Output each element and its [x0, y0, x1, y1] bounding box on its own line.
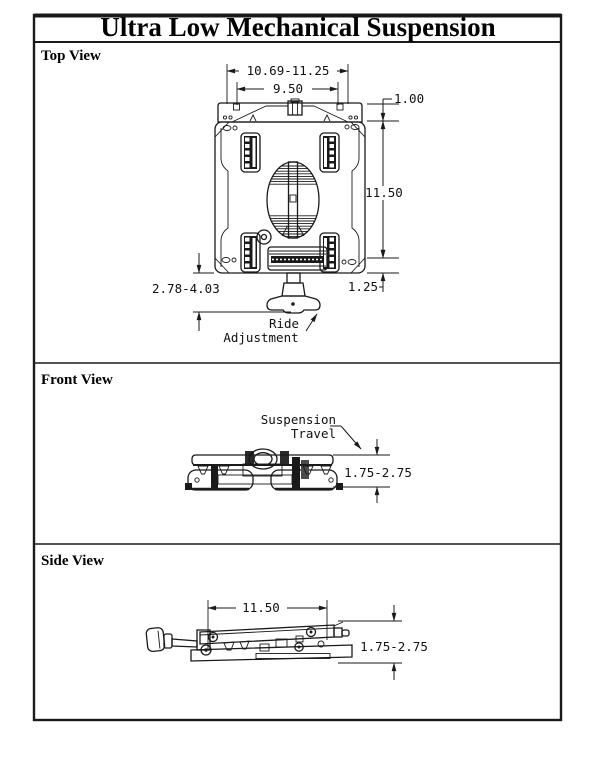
dim-overall-width: 10.69-11.25 [226, 63, 349, 104]
dim-mount-width: 9.50 [236, 81, 339, 105]
slide-rail-top-left [240, 132, 261, 173]
front-center-oval [242, 448, 283, 477]
svg-text:11.50: 11.50 [242, 600, 280, 615]
slide-rail-bottom-right [319, 232, 340, 273]
dim-side-height: 1.75-2.75 [333, 605, 428, 680]
svg-text:Suspension: Suspension [261, 412, 336, 427]
spring-oval [266, 161, 320, 239]
side-view-drawing [145, 624, 353, 662]
adjuster-bolt [256, 229, 272, 245]
svg-text:9.50: 9.50 [273, 81, 303, 96]
svg-text:1.00: 1.00 [394, 91, 424, 106]
top-view-dimensions: 10.69-11.25 9.50 1.00 11.50 [152, 63, 424, 345]
dim-mount-height: 11.50 [365, 120, 403, 259]
dim-top-offset: 1.00 [367, 91, 424, 122]
svg-text:11.50: 11.50 [365, 185, 403, 200]
side-view-section: Side View [41, 553, 428, 680]
slide-rail-bottom-left [240, 232, 261, 273]
mount-holes [221, 124, 360, 265]
top-view-back-strip [217, 98, 363, 123]
svg-text:2.78-4.03: 2.78-4.03 [152, 281, 220, 296]
dim-ride-height: 2.78-4.03 [152, 253, 291, 331]
side-view-dimensions: 11.50 1.75-2.75 [207, 600, 428, 680]
suspension-travel-callout: Suspension Travel [261, 412, 362, 450]
top-view-main-plate [214, 121, 366, 274]
side-view-label: Side View [41, 553, 104, 569]
svg-text:1.25: 1.25 [348, 279, 378, 294]
svg-text:Adjustment: Adjustment [223, 330, 298, 345]
top-view-drawing [214, 98, 366, 314]
dim-bottom-offset: 1.25 [348, 244, 399, 294]
front-view-label: Front View [41, 372, 113, 388]
svg-text:Ride: Ride [269, 316, 299, 331]
svg-text:10.69-11.25: 10.69-11.25 [247, 63, 330, 78]
dim-suspension-travel: 1.75-2.75 [333, 439, 412, 503]
top-view-section: Top View [41, 48, 424, 345]
front-view-drawing [185, 448, 343, 491]
ride-adjustment-callout: Ride Adjustment [223, 313, 318, 345]
sheet-frame [32, 13, 563, 722]
svg-text:1.75-2.75: 1.75-2.75 [344, 465, 412, 480]
dim-rail-length: 11.50 [207, 600, 328, 649]
page-title: Ultra Low Mechanical Suspension [100, 12, 495, 42]
slide-rail-top-right [319, 132, 340, 173]
ride-adjustment-handle [266, 272, 321, 314]
top-view-label: Top View [41, 48, 101, 64]
front-view-dimensions: Suspension Travel 1.75-2.75 [261, 412, 412, 503]
svg-text:1.75-2.75: 1.75-2.75 [360, 639, 428, 654]
side-main-rail [199, 624, 350, 648]
front-view-section: Front View [41, 372, 412, 503]
bottom-grip-block [267, 246, 328, 271]
svg-text:Travel: Travel [291, 426, 336, 441]
